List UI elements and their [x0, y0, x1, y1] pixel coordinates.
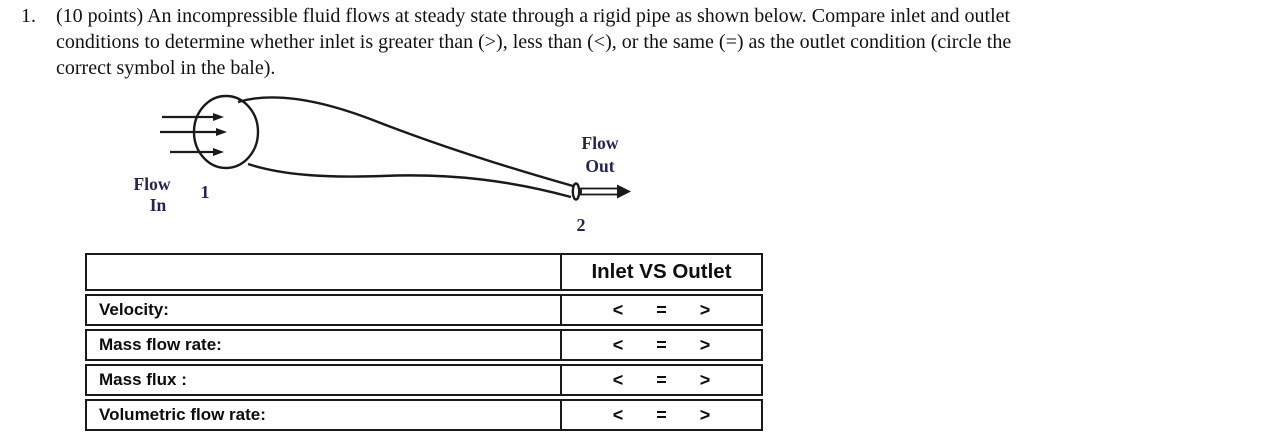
flow-in-label-word2: In: [150, 195, 167, 215]
equal-option[interactable]: =: [656, 369, 667, 390]
table-row-velocity: Velocity: < = >: [85, 294, 763, 326]
comparison-table: Inlet VS Outlet Velocity: < = > Mass flo…: [85, 253, 763, 431]
equal-option[interactable]: =: [656, 299, 667, 320]
symbol-choice-cell: < = >: [562, 296, 761, 324]
flow-out-label-word1: Flow: [582, 133, 619, 153]
greater-than-option[interactable]: >: [699, 334, 711, 355]
inlet-station-number: 1: [201, 182, 210, 202]
problem-line-2: conditions to determine whether inlet is…: [56, 31, 1012, 53]
row-label: Mass flux :: [87, 366, 562, 394]
less-than-option[interactable]: <: [612, 404, 624, 425]
pipe-upper-edge: [237, 96, 574, 188]
equal-option[interactable]: =: [656, 334, 667, 355]
header-empty-cell: [87, 255, 562, 289]
problem-number: 1.: [21, 5, 36, 27]
problem-line-3: correct symbol in the bale).: [56, 57, 276, 79]
header-inlet-vs-outlet: Inlet VS Outlet: [591, 260, 732, 283]
greater-than-option[interactable]: >: [699, 299, 711, 320]
less-than-option[interactable]: <: [612, 334, 624, 355]
greater-than-option[interactable]: >: [699, 369, 711, 390]
greater-than-option[interactable]: >: [699, 404, 711, 425]
problem-line-1: (10 points) An incompressible fluid flow…: [56, 5, 1011, 27]
symbol-choice-cell: < = >: [562, 331, 761, 359]
outlet-flow-arrow: [580, 184, 631, 199]
row-label: Velocity:: [87, 296, 562, 324]
table-header-row: Inlet VS Outlet: [85, 253, 763, 291]
flow-in-label-word1: Flow: [134, 174, 171, 194]
table-row-mass-flow-rate: Mass flow rate: < = >: [85, 329, 763, 361]
pipe-outlet-cap: [571, 182, 581, 201]
problem-statement: (10 points) An incompressible fluid flow…: [56, 3, 1266, 81]
less-than-option[interactable]: <: [612, 299, 624, 320]
table-row-mass-flux: Mass flux : < = >: [85, 364, 763, 396]
pipe-lower-edge: [247, 162, 572, 199]
table-row-volumetric-flow-rate: Volumetric flow rate: < = >: [85, 399, 763, 431]
inlet-flow-arrows: [160, 113, 227, 156]
symbol-choice-cell: < = >: [562, 366, 761, 394]
pipe-diagram: Flow In 1 Flow Out 2: [134, 94, 631, 235]
equal-option[interactable]: =: [656, 404, 667, 425]
row-label: Volumetric flow rate:: [87, 401, 562, 429]
less-than-option[interactable]: <: [612, 369, 624, 390]
symbol-choice-cell: < = >: [562, 401, 761, 429]
flow-out-label-word2: Out: [585, 156, 614, 176]
outlet-station-number: 2: [577, 215, 586, 235]
row-label: Mass flow rate:: [87, 331, 562, 359]
